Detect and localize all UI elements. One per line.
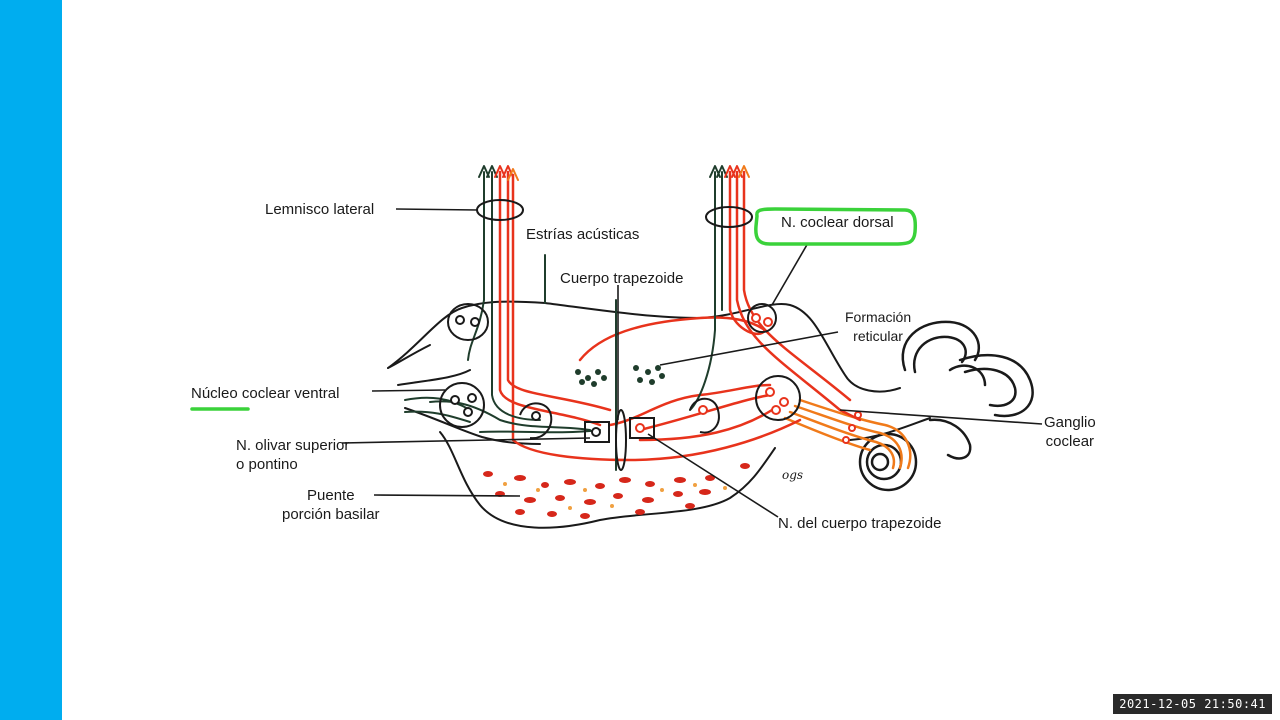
label-o-pontino: o pontino	[236, 456, 298, 473]
highlight-annotations	[190, 207, 918, 411]
label-nucleo-coclear-ventral: Núcleo coclear ventral	[191, 385, 340, 402]
label-ganglio: Ganglio	[1044, 414, 1096, 431]
label-reticular: reticular	[853, 328, 903, 344]
label-n-olivar: N. olivar superior	[236, 437, 350, 454]
neuron-cells	[450, 313, 862, 444]
label-estrias-acusticas: Estrías acústicas	[526, 226, 640, 243]
label-puente-porcion-basilar: Puente porción basilar	[282, 486, 380, 524]
label-formacion-reticular: Formación reticular	[845, 308, 911, 346]
label-formacion: Formación	[845, 309, 912, 325]
label-ganglio-coclear: Ganglio coclear	[1044, 413, 1096, 451]
label-porcion-basilar: porción basilar	[282, 506, 380, 523]
label-n-olivar-superior: N. olivar superior o pontino	[236, 436, 349, 474]
label-cuerpo-trapezoide: Cuerpo trapezoide	[560, 270, 684, 287]
reticular-dots	[575, 365, 665, 387]
label-n-del-cuerpo-trapezoide: N. del cuerpo trapezoide	[778, 515, 942, 532]
lemniscus-rings	[476, 199, 753, 228]
artist-signature: ogs	[782, 468, 804, 482]
pons-speckles	[483, 463, 750, 519]
arrowheads	[478, 165, 750, 181]
cochlea-drawing	[858, 320, 1034, 492]
video-timestamp: 2021-12-05 21:50:41	[1113, 694, 1272, 714]
label-coclear: coclear	[1045, 433, 1095, 450]
leader-lines	[341, 208, 1043, 518]
red-pathways	[498, 170, 862, 462]
label-puente: Puente	[307, 487, 355, 504]
pons-speckles-orange	[503, 482, 727, 510]
label-n-coclear-dorsal: N. coclear dorsal	[781, 214, 894, 231]
nuclei	[439, 303, 801, 471]
label-lemnisco-lateral: Lemnisco lateral	[265, 201, 375, 218]
side-accent-bar	[0, 0, 62, 720]
